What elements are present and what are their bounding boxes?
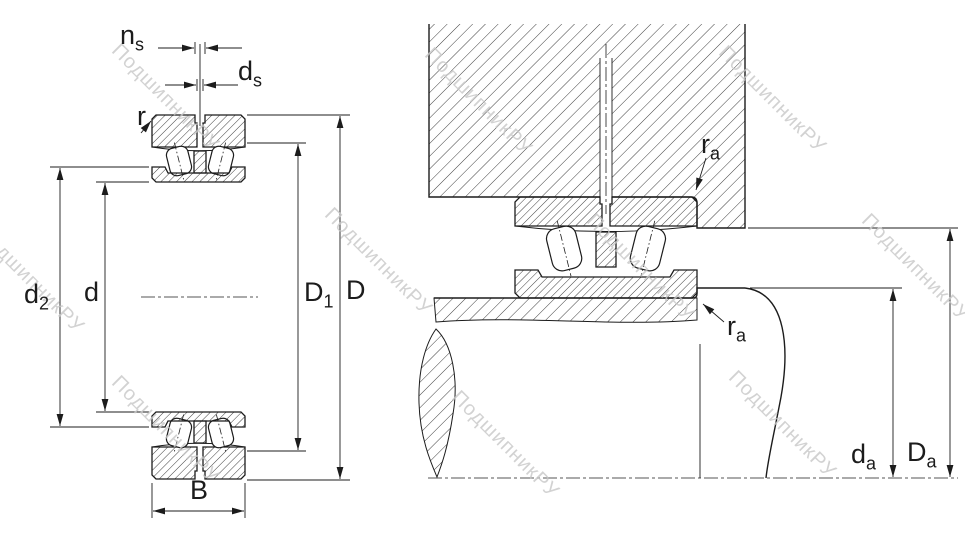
- dim-label-ds: ds: [238, 56, 263, 91]
- inner-ring-bottom-section: [151, 411, 246, 428]
- inner-ring-rib-top: [193, 150, 207, 174]
- inner-ring-top-section: [151, 166, 246, 183]
- dim-label-da: da: [851, 439, 877, 474]
- dimension-ns: [158, 42, 242, 126]
- dimension-d2: [50, 166, 149, 428]
- dim-label-Da: Da: [907, 437, 937, 472]
- housing-section: [429, 24, 745, 228]
- dimension-B: [151, 483, 246, 518]
- dimension-da: [750, 287, 902, 477]
- housing-oil-hole: [599, 44, 613, 214]
- outer-ring-bottom-section: [151, 442, 246, 480]
- shaft-break-section: [418, 328, 456, 479]
- mounted-bearing-section: [514, 196, 698, 299]
- right-view: [418, 24, 958, 479]
- inner-ring-rib-bottom: [193, 420, 207, 444]
- dimension-D: [247, 114, 350, 481]
- dimension-D1: [247, 142, 306, 452]
- dim-label-D: D: [346, 275, 366, 305]
- dimension-ra-bottom-leader: [702, 303, 725, 323]
- dim-label-d: d: [84, 277, 100, 307]
- dimension-ds: [165, 79, 238, 91]
- dim-label-B: B: [190, 475, 209, 505]
- left-view: [50, 42, 350, 518]
- outer-ring-top-section: [151, 114, 246, 152]
- dimension-r-leader: [140, 120, 152, 134]
- dim-label-D1: D1: [304, 277, 334, 312]
- dim-label-d2: d2: [24, 279, 50, 314]
- dim-label-ra-bottom: ra: [727, 311, 747, 346]
- dimension-Da: [748, 227, 958, 477]
- dim-label-ra-top: ra: [701, 129, 721, 164]
- dim-label-r: r: [137, 101, 146, 131]
- shaft-section: [418, 287, 786, 479]
- dimension-ra-top-leader: [695, 157, 707, 191]
- dim-label-ns: ns: [120, 20, 145, 55]
- dimension-d: [96, 181, 149, 413]
